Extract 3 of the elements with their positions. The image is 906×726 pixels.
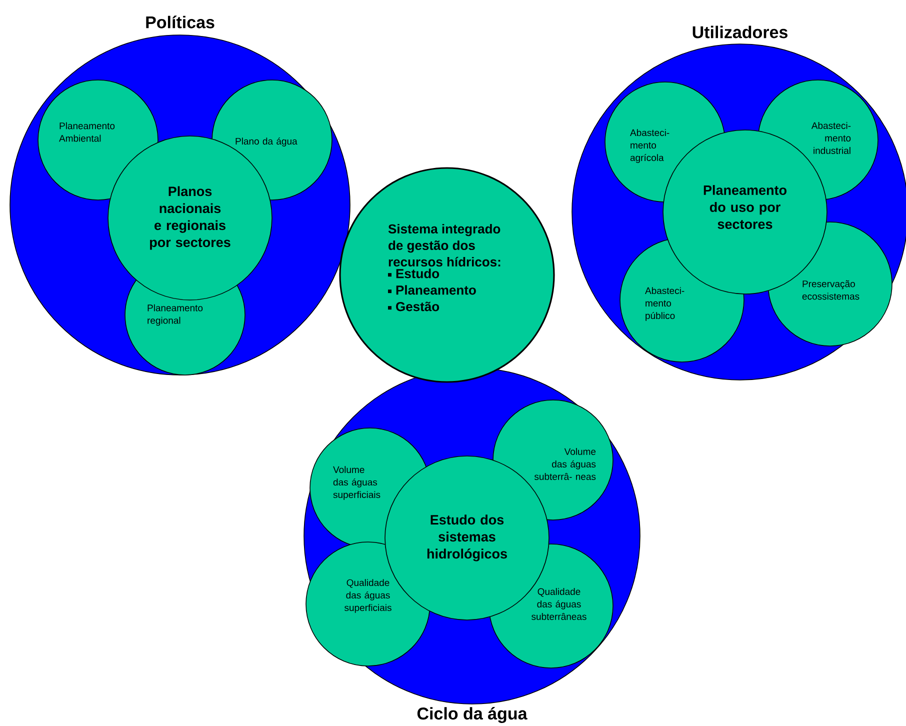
group-heading: Utilizadores xyxy=(692,26,788,38)
group-heading: Políticas xyxy=(146,16,214,28)
group-heading: Ciclo da água xyxy=(417,706,528,724)
